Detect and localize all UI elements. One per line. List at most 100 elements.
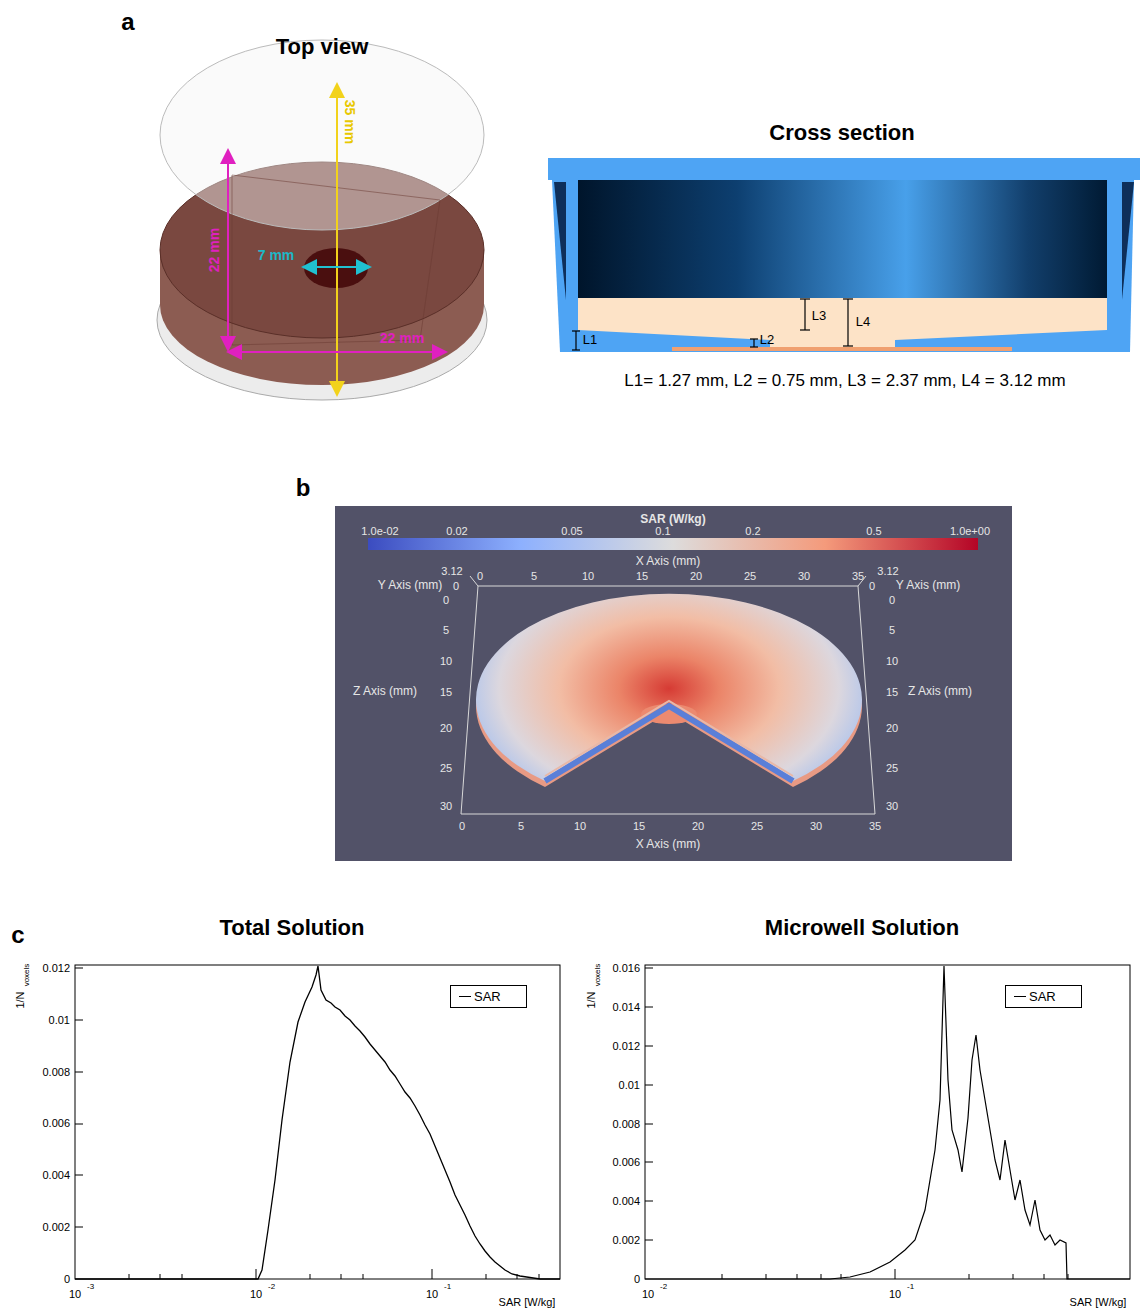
cross-section xyxy=(548,158,1140,352)
histogram-total xyxy=(75,965,560,1279)
label: 0 xyxy=(889,594,895,606)
label: 0 xyxy=(634,1273,640,1285)
label: 15 xyxy=(636,570,648,582)
label: 0.05 xyxy=(561,525,582,537)
label: X Axis (mm) xyxy=(636,555,701,568)
legend-sample xyxy=(1014,996,1026,997)
label: 22 mm xyxy=(380,331,424,346)
label: 1.0e-02 xyxy=(361,525,398,537)
legend-sample xyxy=(459,996,471,997)
label: 7 mm xyxy=(258,248,295,263)
label: 0.006 xyxy=(612,1156,640,1168)
label: 20 xyxy=(886,722,898,734)
label: SAR [W/kg] xyxy=(499,1296,556,1308)
label: 30 xyxy=(886,800,898,812)
label: 0 xyxy=(459,820,465,832)
label: 0 xyxy=(64,1273,70,1285)
label: voxels xyxy=(594,964,603,987)
label: a xyxy=(121,9,134,35)
legend-box: SAR xyxy=(1005,985,1082,1008)
label: 20 xyxy=(440,722,452,734)
label: SAR (W/kg) xyxy=(640,513,705,526)
label: 25 xyxy=(751,820,763,832)
legend-text: SAR xyxy=(474,989,501,1004)
label: Total Solution xyxy=(219,916,364,940)
label: 10 xyxy=(250,1288,262,1300)
label: -3 xyxy=(87,1283,94,1292)
label: 20 xyxy=(692,820,704,832)
label: 0.014 xyxy=(612,1001,640,1013)
label: 0.012 xyxy=(42,962,70,974)
label: 3.12 xyxy=(877,565,898,577)
label: -1 xyxy=(907,1283,914,1292)
label: b xyxy=(296,475,311,501)
label: 0 xyxy=(443,594,449,606)
label: Z Axis (mm) xyxy=(353,685,417,698)
label: 30 xyxy=(440,800,452,812)
petri-dish xyxy=(157,40,487,400)
label: 0.1 xyxy=(655,525,670,537)
label: 1.0e+00 xyxy=(950,525,990,537)
label: -1 xyxy=(444,1283,451,1292)
label: 0.01 xyxy=(619,1079,640,1091)
label: Y Axis (mm) xyxy=(896,579,960,592)
label: L4 xyxy=(856,315,870,329)
label: 30 xyxy=(810,820,822,832)
label: 30 xyxy=(798,570,810,582)
label: 15 xyxy=(886,686,898,698)
label: voxels xyxy=(23,964,32,987)
label: 5 xyxy=(443,624,449,636)
label: 0 xyxy=(477,570,483,582)
label: 10 xyxy=(69,1288,81,1300)
label: 0.008 xyxy=(612,1117,640,1129)
label: 0.01 xyxy=(49,1014,70,1026)
label: Z Axis (mm) xyxy=(908,685,972,698)
label: c xyxy=(11,922,24,948)
histogram-microwell xyxy=(645,965,1130,1279)
label: L3 xyxy=(812,309,826,323)
label: X Axis (mm) xyxy=(636,838,701,851)
label: 10 xyxy=(886,655,898,667)
label: Top view xyxy=(276,35,369,59)
label: 10 xyxy=(889,1288,901,1300)
label: -2 xyxy=(660,1283,667,1292)
label: 25 xyxy=(744,570,756,582)
label: 0.004 xyxy=(612,1195,640,1207)
label: 10 xyxy=(574,820,586,832)
label: 10 xyxy=(582,570,594,582)
label: 0.004 xyxy=(42,1169,70,1181)
label: Cross section xyxy=(769,121,915,145)
label: 10 xyxy=(426,1288,438,1300)
label: 5 xyxy=(531,570,537,582)
label: 35 xyxy=(869,820,881,832)
legend-box: SAR xyxy=(450,985,527,1008)
label: 0.008 xyxy=(42,1066,70,1078)
label: 35 mm xyxy=(341,100,356,144)
label: 1/N xyxy=(585,991,597,1008)
label: L1= 1.27 mm, L2 = 0.75 mm, L3 = 2.37 mm,… xyxy=(624,372,1065,391)
label: 0 xyxy=(453,580,459,592)
label: Microwell Solution xyxy=(765,916,959,940)
label: 15 xyxy=(440,686,452,698)
label: 0.016 xyxy=(612,962,640,974)
label: 1/N xyxy=(14,991,26,1008)
label: SAR [W/kg] xyxy=(1070,1296,1127,1308)
label: 5 xyxy=(889,624,895,636)
label: Y Axis (mm) xyxy=(378,579,442,592)
label: -2 xyxy=(268,1283,275,1292)
label: 25 xyxy=(440,762,452,774)
label: 0.002 xyxy=(612,1234,640,1246)
label: L2 xyxy=(760,333,774,347)
label: 10 xyxy=(642,1288,654,1300)
label: 0 xyxy=(869,580,875,592)
label: 0.002 xyxy=(42,1221,70,1233)
label: 5 xyxy=(518,820,524,832)
label: 0.02 xyxy=(446,525,467,537)
label: 0.012 xyxy=(612,1040,640,1052)
legend-text: SAR xyxy=(1029,989,1056,1004)
label: L1 xyxy=(583,333,597,347)
label: 22 mm xyxy=(207,228,222,272)
label: 0.2 xyxy=(745,525,760,537)
